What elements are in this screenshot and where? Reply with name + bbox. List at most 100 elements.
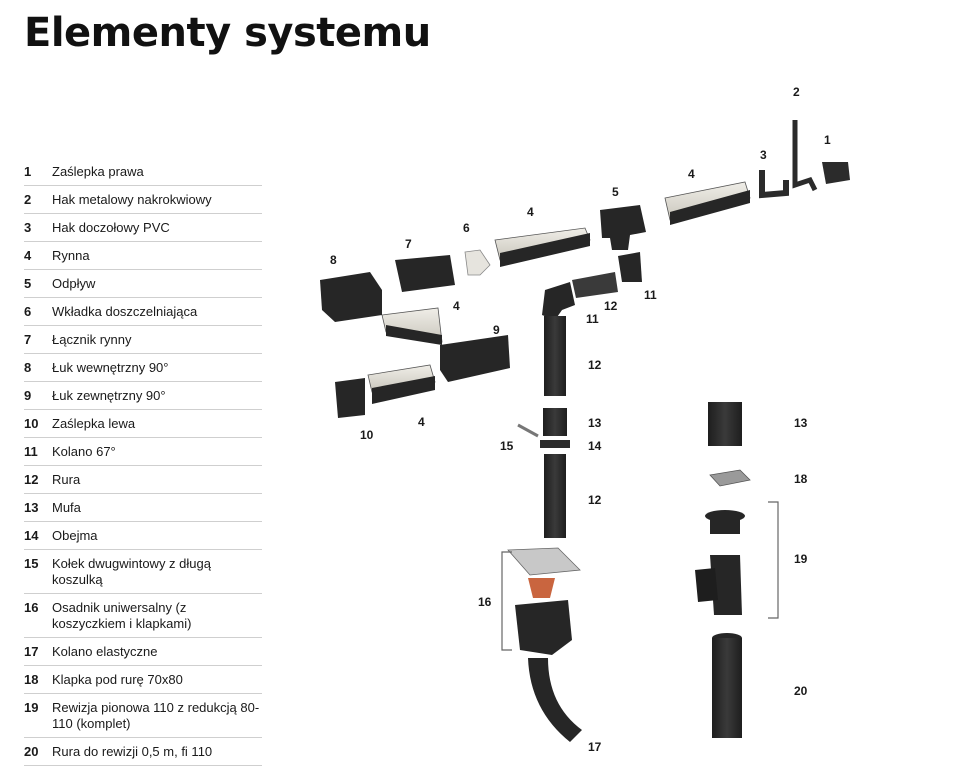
legend-label: Łącznik rynny <box>52 332 132 347</box>
callout-10: 10 <box>360 428 374 442</box>
legend-label: Łuk zewnętrzny 90° <box>52 388 166 403</box>
callout-12-a: 12 <box>604 299 618 313</box>
callout-4-c: 4 <box>453 299 460 313</box>
legend-number: 11 <box>24 444 38 459</box>
callout-19: 19 <box>794 552 808 566</box>
legend-label: Rura do rewizji 0,5 m, fi 110 <box>52 744 213 759</box>
socket-right <box>708 402 742 446</box>
legend-row: 18 Klapka pod rurę 70x80 <box>24 666 262 694</box>
callout-1: 1 <box>824 133 831 147</box>
callout-6: 6 <box>463 221 470 235</box>
legend-row: 9 Łuk zewnętrzny 90° <box>24 382 262 410</box>
vertical-inspection <box>695 510 745 615</box>
page-title: Elementy systemu <box>24 10 431 56</box>
legend-number: 3 <box>24 220 32 235</box>
callout-8: 8 <box>330 253 337 267</box>
legend-number: 15 <box>24 556 39 571</box>
callout-13-a: 13 <box>588 416 602 430</box>
legend-number: 18 <box>24 672 39 687</box>
legend-row: 4 Rynna <box>24 242 262 270</box>
legend-row: 20 Rura do rewizji 0,5 m, fi 110 <box>24 738 262 766</box>
callout-9: 9 <box>493 323 500 337</box>
legend-label: Rewizja pionowa 110 z redukcją 80-110 (k… <box>52 700 260 731</box>
legend-number: 12 <box>24 472 39 487</box>
legend-label: Kolano elastyczne <box>52 644 158 659</box>
pipe-flap <box>709 469 751 487</box>
legend-number: 10 <box>24 416 39 431</box>
double-thread-screw <box>517 423 539 438</box>
legend-number: 5 <box>24 276 32 291</box>
pipe-lower <box>544 454 566 538</box>
callout-13-b: 13 <box>794 416 808 430</box>
callout-14: 14 <box>588 439 602 453</box>
legend-row: 17 Kolano elastyczne <box>24 638 262 666</box>
callout-17: 17 <box>588 740 602 754</box>
pipe-upper <box>544 316 566 396</box>
elbow-67-right <box>618 252 642 282</box>
legend-label: Klapka pod rurę 70x80 <box>52 672 183 687</box>
callout-12-b: 12 <box>588 358 602 372</box>
legend-row: 12 Rura <box>24 466 262 494</box>
callout-11-b: 11 <box>644 288 657 302</box>
gutter-upper-middle <box>494 227 591 267</box>
outer-corner <box>440 335 510 382</box>
legend-number: 17 <box>24 644 39 659</box>
callout-4-a: 4 <box>688 167 695 181</box>
callout-15: 15 <box>500 439 514 453</box>
legend-label: Rura <box>52 472 81 487</box>
inspection-pipe <box>712 633 742 738</box>
legend-label: Kołek dwugwintowy z długą koszulką <box>52 556 211 587</box>
metal-hook <box>792 120 818 192</box>
right-end-cap <box>822 162 850 184</box>
legend-number: 6 <box>24 304 32 319</box>
outlet <box>600 205 646 250</box>
gutter-connector <box>395 255 455 292</box>
gutter-lower-left <box>367 364 436 404</box>
callout-3: 3 <box>760 148 767 162</box>
legend-number: 19 <box>24 700 39 715</box>
legend-number: 7 <box>24 332 32 347</box>
legend-label: Wkładka doszczelniająca <box>52 304 198 319</box>
legend-label: Rynna <box>52 248 90 263</box>
flexible-elbow <box>528 658 582 742</box>
gutter-lower-middle <box>381 307 443 345</box>
callout-4-d: 4 <box>418 415 425 429</box>
legend-number: 9 <box>24 388 32 403</box>
legend-label: Hak doczołowy PVC <box>52 220 170 235</box>
legend-label: Zaślepka lewa <box>52 416 136 431</box>
callout-20: 20 <box>794 684 808 698</box>
legend-number: 1 <box>24 164 32 179</box>
legend-row: 3 Hak doczołowy PVC <box>24 214 262 242</box>
legend-row: 15 Kołek dwugwintowy z długą koszulką <box>24 550 262 594</box>
legend-number: 8 <box>24 360 32 375</box>
legend-label: Hak metalowy nakrokwiowy <box>52 192 212 207</box>
clamp <box>540 440 570 448</box>
callout-12-c: 12 <box>588 493 602 507</box>
left-end-cap <box>335 378 365 418</box>
pvc-hook <box>759 170 789 199</box>
trap-bracket <box>501 551 512 651</box>
callout-11-a: 11 <box>586 312 599 326</box>
legend-label: Odpływ <box>52 276 96 291</box>
legend-row: 10 Zaślepka lewa <box>24 410 262 438</box>
elbow-67-left <box>542 282 575 320</box>
legend-number: 16 <box>24 600 39 615</box>
callout-4-b: 4 <box>527 205 534 219</box>
callout-18: 18 <box>794 472 808 486</box>
legend-label: Osadnik uniwersalny (z koszyczkiem i kla… <box>52 600 192 631</box>
sealing-insert <box>464 249 491 276</box>
sediment-trap <box>507 547 581 655</box>
legend-number: 4 <box>24 248 32 263</box>
callout-16: 16 <box>478 595 492 609</box>
legend-row: 16 Osadnik uniwersalny (z koszyczkiem i k… <box>24 594 262 638</box>
socket-left <box>543 408 567 436</box>
legend-number: 20 <box>24 744 39 759</box>
pipe-horizontal <box>572 272 618 298</box>
inspection-bracket <box>768 501 779 619</box>
